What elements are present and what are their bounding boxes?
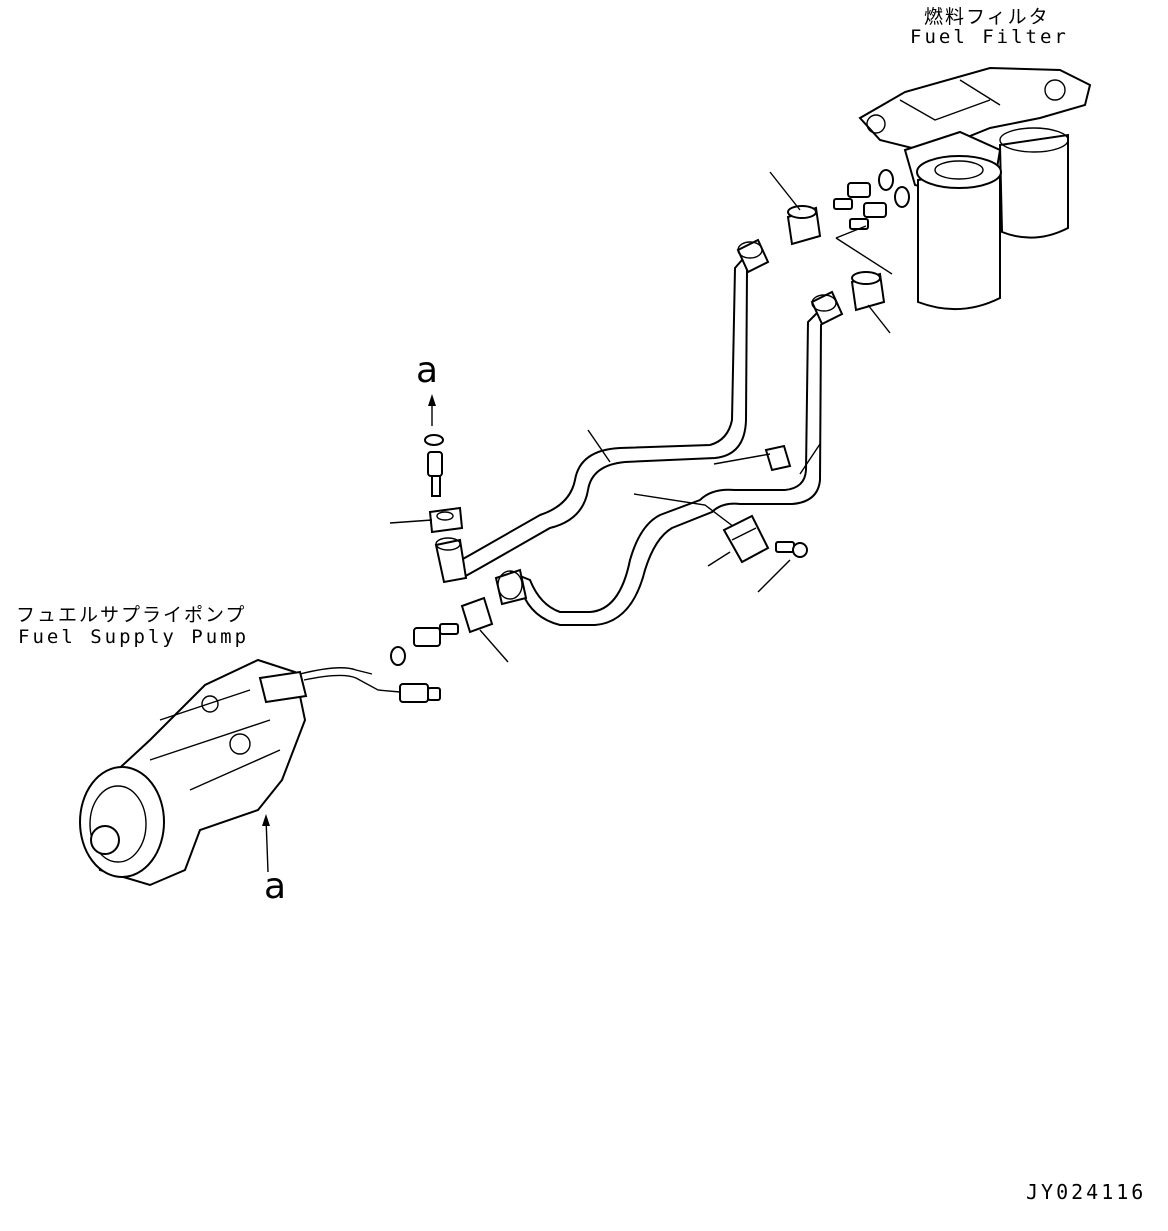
callout-a-top: a [416, 350, 439, 391]
fuel-supply-pump-label-en: Fuel Supply Pump [18, 626, 250, 648]
callout-a-bottom: a [264, 866, 287, 907]
drawing-code: JY024116 [1026, 1180, 1147, 1204]
fuel-filter-label-en: Fuel Filter [910, 26, 1069, 48]
filter-fittings [769, 169, 910, 334]
clamp-and-bolt [707, 514, 808, 593]
fuel-hoses [434, 238, 844, 626]
fuel-filter-assembly [858, 66, 1092, 311]
fuel-supply-pump [79, 658, 441, 887]
fuel-filter-label-jp: 燃料フィルタ [924, 6, 1050, 28]
pump-fittings [389, 394, 509, 666]
fuel-supply-pump-label-jp: フュエルサプライポンプ [16, 604, 247, 626]
